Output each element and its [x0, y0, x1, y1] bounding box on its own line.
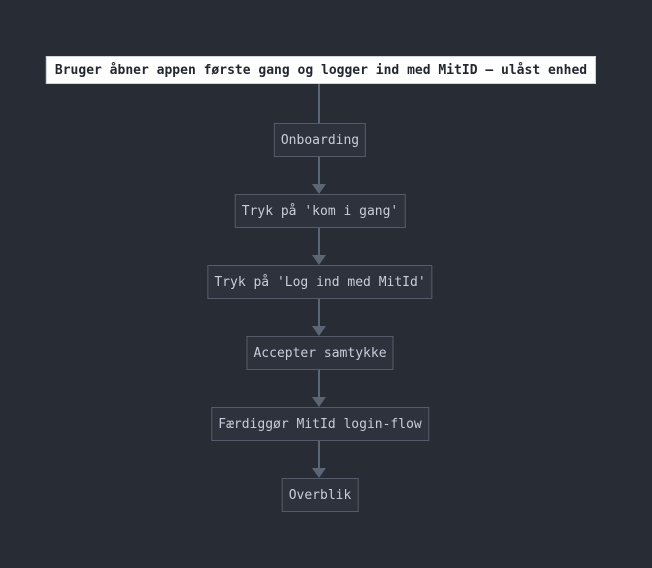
edge-line — [318, 370, 320, 398]
arrow-down-icon — [312, 255, 326, 265]
arrow-down-icon — [312, 397, 326, 407]
flow-node-faerdiggoer-mitid-login-flow: Færdiggør MitId login-flow — [211, 407, 429, 441]
flow-node-onboarding: Onboarding — [273, 123, 367, 157]
edge-line — [318, 84, 320, 123]
arrow-down-icon — [312, 184, 326, 194]
edge-line — [318, 441, 320, 469]
edge-line — [318, 228, 320, 256]
arrow-down-icon — [312, 326, 326, 336]
arrow-down-icon — [312, 468, 326, 478]
flow-node-log-ind-med-mitid: Tryk på 'Log ind med MitId' — [207, 265, 433, 299]
flow-node-overblik: Overblik — [281, 478, 359, 512]
flow-node-accepter-samtykke: Accepter samtykke — [246, 336, 394, 370]
edge-line — [318, 157, 320, 185]
edge-line — [318, 299, 320, 327]
start-node: Bruger åbner appen første gang og logger… — [45, 56, 597, 84]
flow-node-tryk-kom-i-gang: Tryk på 'kom i gang' — [234, 194, 406, 228]
